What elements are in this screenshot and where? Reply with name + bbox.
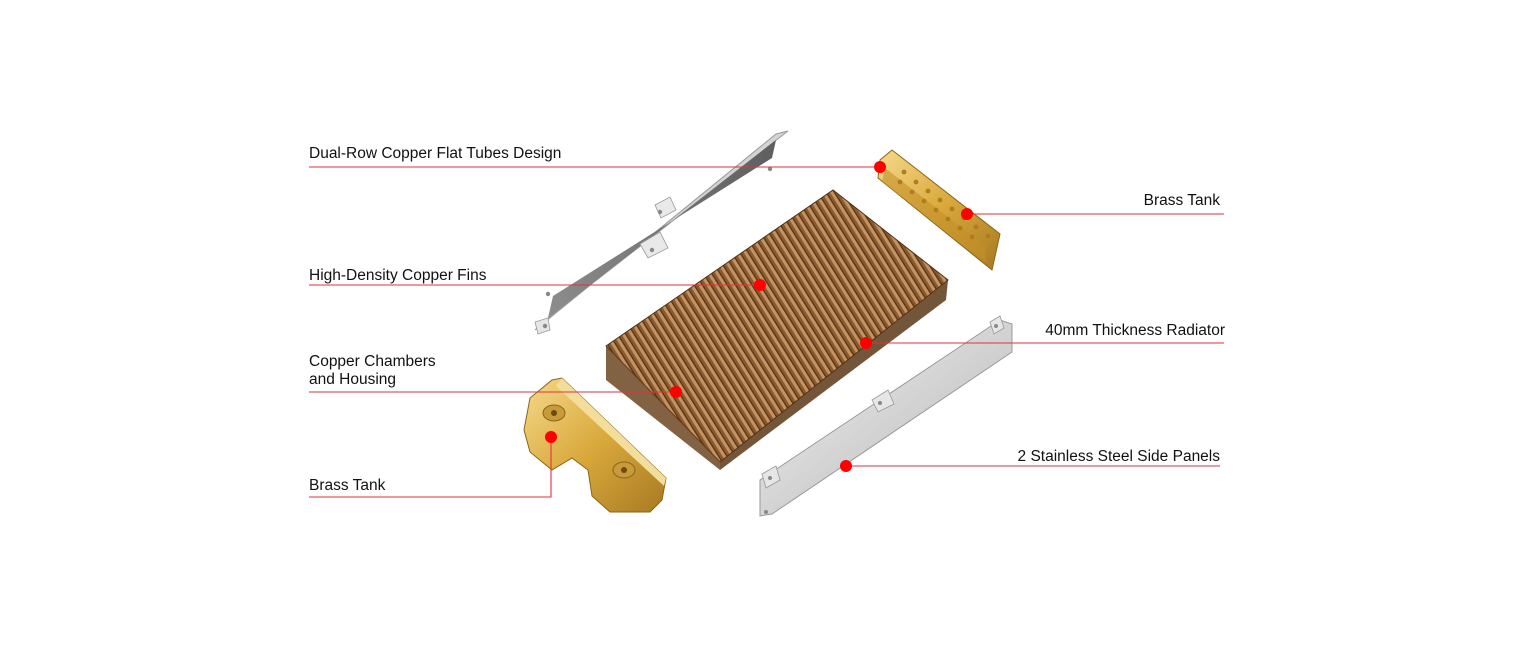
marker-dots	[545, 161, 973, 472]
marker-brass-tank-left	[545, 431, 557, 443]
brass-tank-left-part	[523, 377, 667, 513]
copper-fin-core	[605, 189, 949, 470]
label-radiator-thickness: 40mm Thickness Radiator	[1045, 322, 1225, 339]
marker-copper-chambers	[670, 386, 682, 398]
marker-brass-tank-right	[961, 208, 973, 220]
label-copper-chambers-line2: and Housing	[309, 371, 397, 388]
top-side-panel	[534, 130, 789, 335]
label-dual-row-tubes: Dual-Row Copper Flat Tubes Design	[309, 145, 562, 162]
leader-brass-tank-left	[309, 437, 552, 498]
leader-lines	[309, 166, 1224, 498]
label-copper-fins: High-Density Copper Fins	[309, 267, 487, 284]
marker-dual-row-tubes	[874, 161, 886, 173]
bottom-side-panel	[759, 315, 1013, 517]
marker-copper-fins	[754, 279, 766, 291]
brass-tank-right-part	[877, 149, 1001, 271]
label-copper-chambers-line1: Copper Chambers	[309, 353, 436, 370]
marker-side-panels	[840, 460, 852, 472]
marker-radiator-thickness	[860, 337, 872, 349]
label-side-panels: 2 Stainless Steel Side Panels	[1017, 448, 1220, 465]
label-brass-tank-left: Brass Tank	[309, 477, 386, 494]
label-brass-tank-right: Brass Tank	[1143, 192, 1220, 209]
